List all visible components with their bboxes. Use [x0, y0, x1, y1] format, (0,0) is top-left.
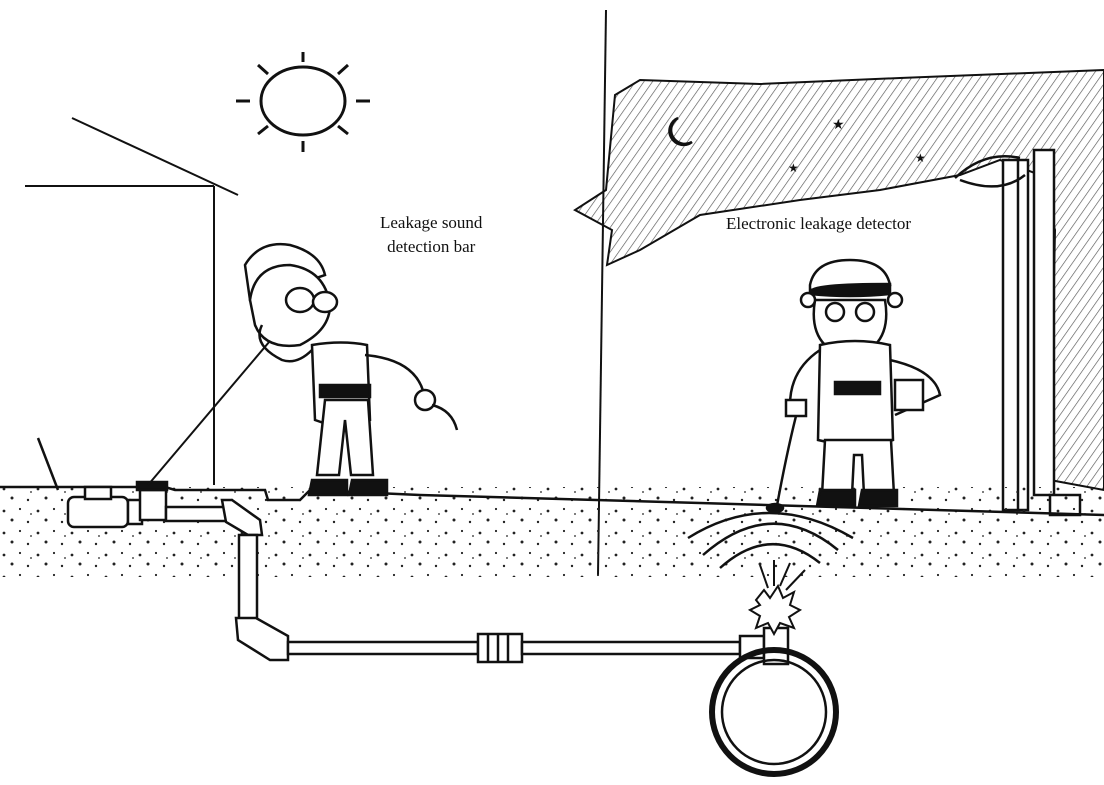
listening-rod	[147, 334, 276, 486]
service-pipe	[164, 498, 790, 666]
moon-icon	[668, 116, 693, 147]
leak-burst-icon	[747, 560, 806, 637]
water-meter	[36, 437, 144, 529]
label-line-2: detection bar	[387, 237, 476, 256]
stop-valve	[135, 480, 169, 522]
ground	[0, 485, 1104, 577]
label-line-1: Leakage sound	[380, 213, 483, 232]
svg-text:★: ★	[788, 161, 799, 175]
worker-listening	[243, 242, 459, 497]
night-sky: ★ ★ ★	[573, 68, 1104, 492]
stars: ★ ★ ★	[788, 117, 926, 175]
sun-icon	[236, 52, 370, 152]
leakage-sound-detection-bar-label: Leakage sound detection bar	[380, 211, 482, 259]
sound-waves	[687, 511, 854, 569]
svg-text:★: ★	[832, 117, 845, 133]
main-pipe	[709, 647, 839, 777]
house-outline	[25, 9, 607, 576]
worker-detector	[765, 258, 942, 514]
svg-text:★: ★	[915, 151, 926, 165]
electronic-leakage-detector-label: Electronic leakage detector	[726, 214, 911, 233]
